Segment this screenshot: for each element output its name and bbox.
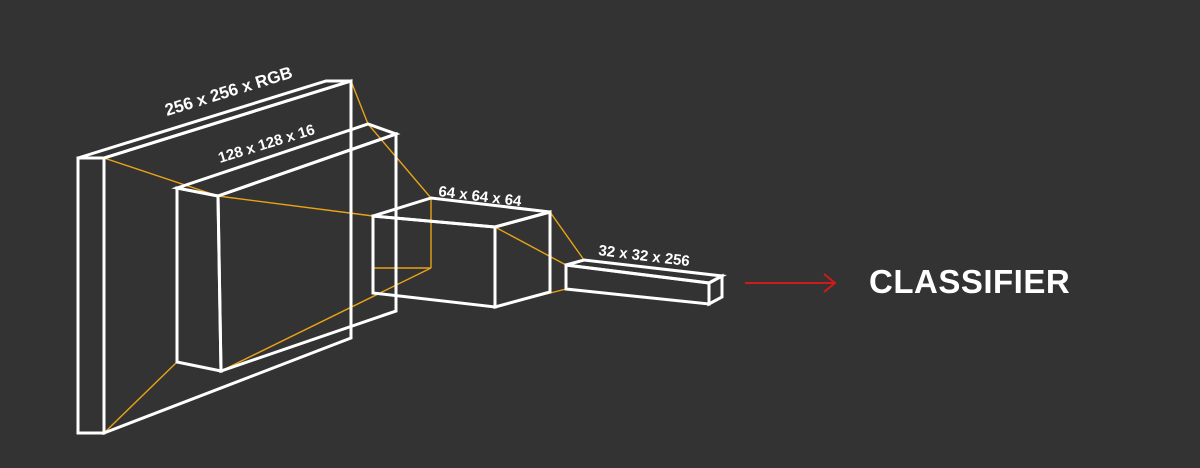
- connectors: [103, 80, 585, 434]
- layer-4-box: [564, 258, 727, 307]
- layer-3-box: [371, 196, 552, 309]
- layer-input-box: [76, 78, 353, 436]
- classifier-label: CLASSIFIER: [869, 263, 1071, 300]
- connector-line: [350, 80, 369, 125]
- layer-label: 64 x 64 x 64: [438, 183, 524, 210]
- connector-line: [367, 123, 432, 199]
- connector-line: [549, 211, 585, 261]
- layer-2-box: [171, 122, 401, 374]
- connector-line: [220, 267, 432, 372]
- connector-line: [494, 226, 567, 266]
- connector-line: [103, 157, 219, 197]
- connector-line: [103, 361, 178, 434]
- arrow-right-icon: [745, 273, 837, 293]
- connector-line: [217, 195, 374, 217]
- layer-label: 128 x 128 x 16: [216, 121, 317, 167]
